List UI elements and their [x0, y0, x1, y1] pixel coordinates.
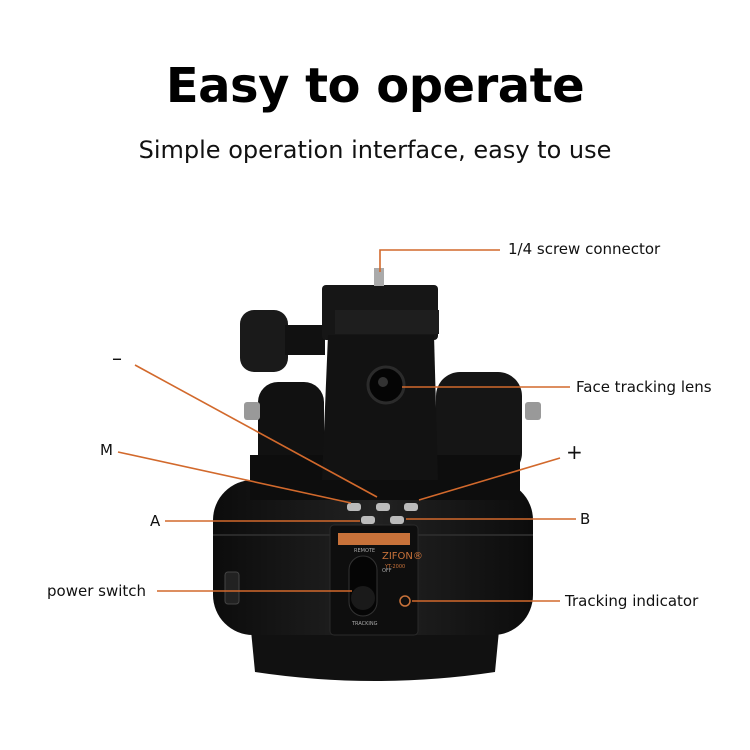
callout-line-minus	[134, 364, 378, 498]
switch-tracking-label: TRACKING	[351, 621, 378, 627]
label-plus-button: +	[566, 440, 583, 464]
label-b-button: B	[580, 510, 591, 528]
knob	[240, 310, 325, 372]
label-m-button: M	[100, 441, 113, 459]
label-screw-connector: 1/4 screw connector	[508, 240, 661, 258]
label-power-switch: power switch	[47, 582, 147, 600]
label-a-button: A	[150, 512, 161, 530]
switch-remote-label: REMOTE	[354, 548, 375, 554]
callout-line-m	[117, 451, 352, 504]
label-face-tracking-lens: Face tracking lens	[576, 378, 712, 396]
callout-line-plus	[418, 457, 561, 501]
label-tracking-indicator: Tracking indicator	[565, 592, 699, 610]
brand-logo: ZIFON®	[382, 551, 423, 562]
control-buttons	[347, 503, 418, 524]
page-subtitle: Simple operation interface, easy to use	[138, 136, 612, 164]
front-panel: REMOTE TRACKING OFF ZIFON® YT-2000	[329, 524, 423, 636]
page-title: Easy to operate	[165, 58, 585, 114]
camera-bracket	[322, 268, 439, 480]
switch-off-label: OFF	[382, 568, 392, 574]
callout-line-screw	[379, 249, 500, 272]
label-minus-button: –	[112, 346, 122, 370]
model-label: YT-2000	[384, 564, 405, 570]
